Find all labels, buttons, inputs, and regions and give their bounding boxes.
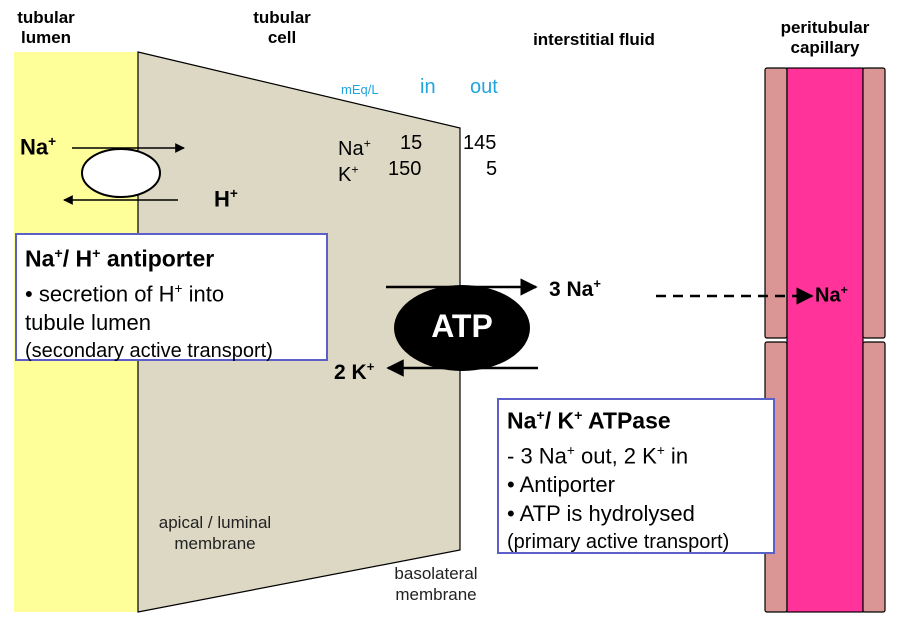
header-tubular-lumen-line2: lumen	[20, 28, 72, 47]
header-capillary-line1: peritubular	[780, 18, 870, 37]
basolateral-membrane-line2: membrane	[395, 585, 477, 604]
na-ion-label: Na+	[20, 134, 57, 160]
header-interstitial-fluid: interstitial fluid	[533, 30, 655, 49]
atp-pump	[394, 285, 530, 371]
antiporter-info-box: Na+/ H+ antiporter • secretion of H+ int…	[15, 233, 328, 362]
row-k-ion: K+	[338, 162, 359, 186]
header-tubular-lumen: tubular lumen	[14, 8, 78, 48]
row-na-in: 15	[400, 132, 423, 154]
atpase-box-line4: (primary active transport)	[507, 530, 730, 553]
peritubular-capillary	[764, 67, 886, 613]
header-tubular-cell: tubular cell	[242, 8, 322, 48]
atpase-info-box: Na+/ K+ ATPase - 3 Na+ out, 2 K+ in • An…	[497, 398, 775, 554]
apical-membrane-line2: membrane	[174, 534, 256, 553]
antiporter-box-line3: (secondary active transport)	[25, 339, 273, 362]
atpase-box-line1: - 3 Na+ out, 2 K+ in	[507, 442, 689, 468]
row-na-ion: Na+	[338, 136, 371, 160]
basolateral-membrane-line1: basolateral	[394, 564, 478, 583]
antiporter-box-line2: tubule lumen	[25, 309, 151, 335]
k-in-label: 2 K+	[334, 359, 375, 384]
row-k-in: 150	[388, 158, 422, 180]
antiporter-box-line1: • secretion of H+ into	[25, 280, 225, 306]
capillary-na-label: Na+	[815, 283, 848, 307]
concentration-unit: mEq/L	[341, 82, 379, 97]
header-tubular-lumen-line1: tubular	[17, 8, 75, 27]
row-k-out: 5	[486, 158, 498, 180]
atpase-box-title: Na+/ K+ ATPase	[507, 407, 671, 434]
atp-label: ATP	[431, 308, 493, 344]
antiporter-box-title: Na+/ H+ antiporter	[25, 245, 215, 272]
row-na-out: 145	[463, 132, 497, 154]
column-in: in	[420, 76, 436, 98]
apical-membrane-line1: apical / luminal	[158, 513, 272, 532]
antiporter-carrier	[81, 148, 161, 198]
header-tubular-cell-line1: tubular	[253, 8, 311, 27]
apical-membrane-label: apical / luminal membrane	[140, 512, 290, 554]
column-out: out	[470, 76, 498, 98]
atpase-box-line2: • Antiporter	[507, 471, 615, 497]
atpase-box-line3: • ATP is hydrolysed	[507, 500, 695, 526]
header-peritubular-capillary: peritubular capillary	[765, 18, 885, 58]
row-na: Na+ 15 145	[338, 132, 508, 160]
header-capillary-line2: capillary	[790, 38, 860, 57]
header-tubular-cell-line2: cell	[267, 28, 297, 47]
h-ion-label: H+	[214, 186, 238, 212]
row-k: K+ 150 5	[338, 158, 508, 186]
na-out-label: 3 Na+	[549, 276, 601, 301]
basolateral-membrane-label: basolateral membrane	[374, 563, 498, 605]
